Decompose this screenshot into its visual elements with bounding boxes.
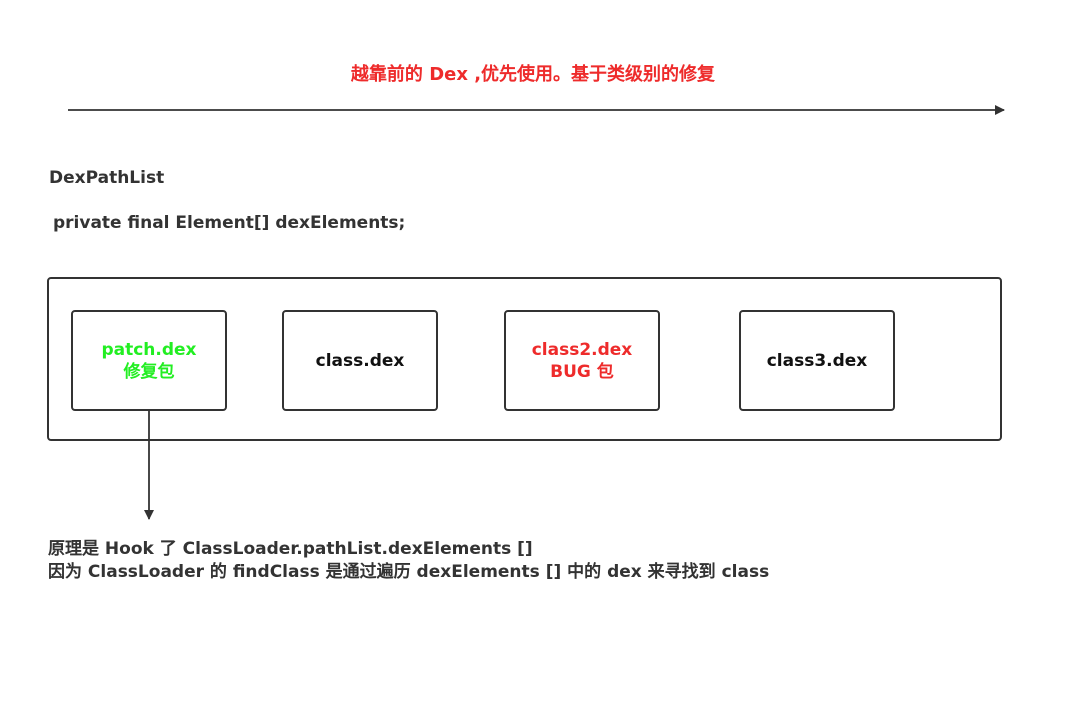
explanation-line-1: 原理是 Hook 了 ClassLoader.pathList.dexEleme… bbox=[48, 539, 533, 559]
dex-elements-container bbox=[47, 277, 1002, 441]
dex-box-subtitle: 修复包 bbox=[123, 361, 175, 382]
dex-box-title: patch.dex bbox=[101, 339, 197, 360]
dex-box-class2: class2.dex BUG 包 bbox=[504, 310, 660, 411]
dex-box-subtitle: BUG 包 bbox=[550, 361, 614, 382]
explanation-line-2: 因为 ClassLoader 的 findClass 是通过遍历 dexElem… bbox=[48, 562, 770, 582]
field-declaration: private final Element[] dexElements; bbox=[53, 213, 406, 233]
explanation-note: 原理是 Hook 了 ClassLoader.pathList.dexEleme… bbox=[48, 538, 769, 584]
class-name-label: DexPathList bbox=[49, 168, 165, 188]
dex-box-title: class.dex bbox=[315, 350, 405, 371]
dex-box-patch: patch.dex 修复包 bbox=[71, 310, 227, 411]
dex-box-title: class3.dex bbox=[766, 350, 868, 371]
dex-box-class3: class3.dex bbox=[739, 310, 895, 411]
dex-box-title: class2.dex bbox=[531, 339, 633, 360]
priority-heading: 越靠前的 Dex ,优先使用。基于类级别的修复 bbox=[350, 64, 716, 85]
dex-box-class: class.dex bbox=[282, 310, 438, 411]
